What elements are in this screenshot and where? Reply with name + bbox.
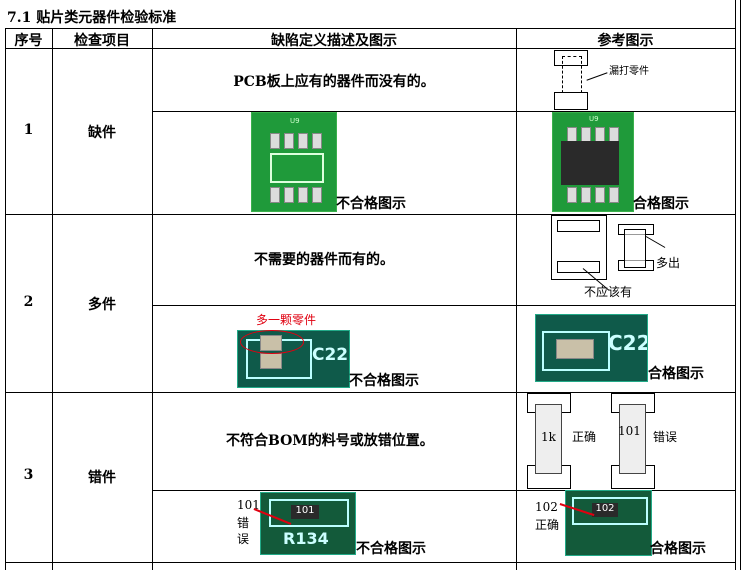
row-2-no: 2 (23, 294, 34, 310)
header-serial: 序号 (14, 33, 43, 49)
fail-caption: 不合格图示 (356, 541, 426, 557)
fail-note-char: 错 (237, 516, 250, 530)
row-1-definition: PCB板上应有的器件而没有的。 (233, 74, 435, 90)
extra-part-note: 多一颗零件 (256, 313, 317, 327)
row-3-item: 错件 (88, 470, 116, 486)
should-not-have-label: 不应该有 (584, 285, 633, 299)
pass-caption: 合格图示 (650, 541, 706, 557)
row-2-item: 多件 (88, 297, 116, 313)
pass-caption: 合格图示 (633, 196, 689, 212)
section-title: 7.1 贴片类元器件检验标准 (7, 10, 177, 26)
pass-note-value: 102 (535, 500, 558, 514)
extra-label: 多出 (656, 256, 681, 270)
fail-image-wrong: 101 R134 (260, 492, 356, 555)
row-3-definition: 不符合BOM的料号或放错位置。 (226, 433, 434, 449)
fail-caption: 不合格图示 (349, 373, 419, 389)
header-definition: 缺陷定义描述及图示 (271, 33, 397, 49)
row-2-definition: 不需要的器件而有的。 (254, 252, 394, 268)
pass-caption: 合格图示 (648, 366, 704, 382)
pass-image-wrong: 102 (565, 490, 652, 556)
fail-image-missing: U9 (251, 112, 337, 212)
missing-part-label: 漏打零件 (609, 66, 649, 77)
row-1-no: 1 (23, 122, 34, 138)
wrong-value: 101 (618, 424, 641, 438)
header-reference: 参考图示 (597, 33, 654, 49)
wrong-label: 错误 (653, 430, 678, 444)
pass-image-missing: U9 (552, 112, 634, 212)
row-1-item: 缺件 (88, 125, 116, 141)
pass-note-label: 正确 (535, 518, 560, 532)
fail-caption: 不合格图示 (336, 196, 406, 212)
pass-image-extra: C22 (535, 314, 648, 382)
correct-label: 正确 (572, 430, 597, 444)
row-3-no: 3 (23, 467, 34, 483)
header-item: 检查项目 (74, 33, 130, 49)
fail-note-char: 误 (237, 532, 250, 546)
correct-value: 1k (541, 430, 556, 444)
